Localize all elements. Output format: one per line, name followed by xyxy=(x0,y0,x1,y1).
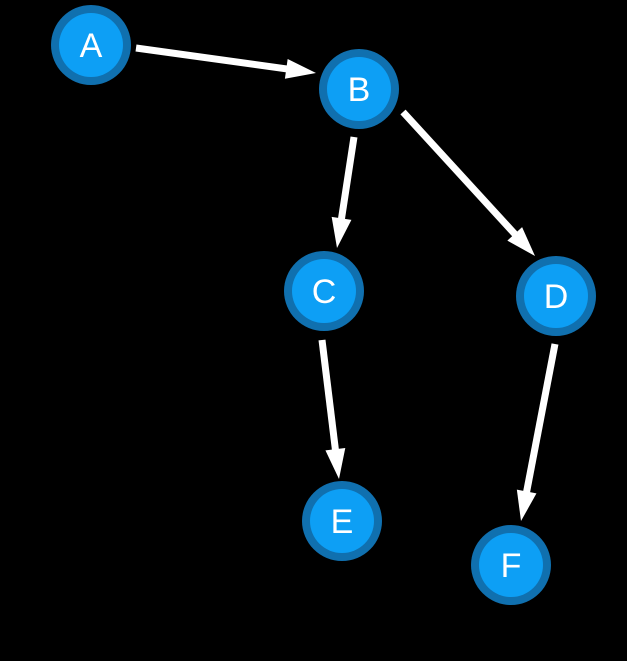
edge-line xyxy=(337,136,358,225)
graph-node-e[interactable]: E xyxy=(302,481,382,561)
graph-node-f[interactable]: F xyxy=(471,525,551,605)
edge-arrowhead-icon xyxy=(507,227,535,256)
edge-line xyxy=(318,339,340,456)
edge-line xyxy=(135,44,293,74)
graph-node-b[interactable]: B xyxy=(319,49,399,129)
node-label: D xyxy=(544,278,569,316)
graph-edge[interactable] xyxy=(318,339,346,479)
node-fill xyxy=(479,533,543,597)
nodes-layer: A B C D E F xyxy=(51,5,596,605)
graph-edge[interactable] xyxy=(516,343,559,521)
edge-arrowhead-icon xyxy=(331,216,352,248)
graph-edge[interactable] xyxy=(331,136,358,248)
node-label: F xyxy=(501,547,522,585)
graph-edge[interactable] xyxy=(400,109,535,256)
edge-arrowhead-icon xyxy=(284,58,316,79)
edge-line xyxy=(522,343,559,499)
graph-node-c[interactable]: C xyxy=(284,251,364,331)
node-fill xyxy=(524,264,588,328)
node-label: B xyxy=(348,71,371,109)
node-label: E xyxy=(331,503,354,541)
graph-node-d[interactable]: D xyxy=(516,256,596,336)
node-label: C xyxy=(312,273,337,311)
graph-edge[interactable] xyxy=(135,44,316,79)
node-fill xyxy=(59,13,123,77)
node-fill xyxy=(292,259,356,323)
edges-layer xyxy=(135,44,559,521)
edge-arrowhead-icon xyxy=(325,448,346,479)
node-label: A xyxy=(80,27,103,65)
edge-line xyxy=(400,109,522,241)
node-fill xyxy=(327,57,391,121)
node-fill xyxy=(310,489,374,553)
graph-node-a[interactable]: A xyxy=(51,5,131,85)
edge-arrowhead-icon xyxy=(516,489,537,521)
